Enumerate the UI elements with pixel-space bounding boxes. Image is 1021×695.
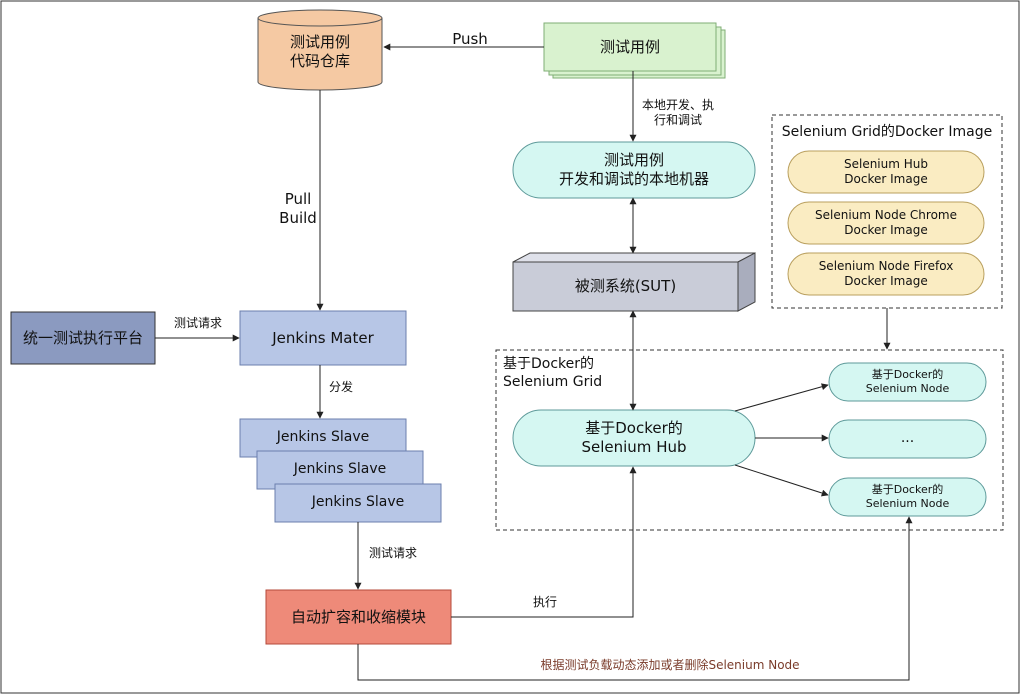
execute-label: 执行 <box>532 595 557 609</box>
test-request-label-2: 测试请求 <box>368 546 417 560</box>
test-request-label-1: 测试请求 <box>173 316 222 330</box>
platform-label: 统一测试执行平台 <box>22 328 143 347</box>
jenkins-slave-box-3 <box>274 483 442 523</box>
node-pill-3 <box>828 477 987 517</box>
jenkins-slave-label-3: Jenkins Slave <box>311 494 405 511</box>
local-machine-label: 测试用例开发和调试的本地机器 <box>558 151 709 188</box>
autoscale-box <box>265 589 452 645</box>
jenkins-slave-label-2: Jenkins Slave <box>293 461 387 478</box>
jenkins-slave-label-1: Jenkins Slave <box>276 429 370 446</box>
jenkins-master-label: Jenkins Mater <box>272 328 374 347</box>
sut-box <box>512 252 756 312</box>
hub-node-arrow-1 <box>734 383 829 412</box>
local-dev-label: 本地开发、执行和调试 <box>641 98 714 127</box>
platform-box <box>10 311 156 365</box>
docker-image-pill-3 <box>787 252 985 296</box>
distribute-label: 分发 <box>328 380 353 394</box>
repo-cylinder <box>257 9 383 91</box>
bottom-label: 根据测试负载动态添加或者删除Selenium Node <box>540 658 800 672</box>
docker-images-title: Selenium Grid的Docker Image <box>781 124 993 140</box>
repo-label: 测试用例代码仓库 <box>289 33 350 70</box>
test-cases-label: 测试用例 <box>599 37 660 56</box>
docker-images-container <box>771 114 1003 309</box>
node-pill-2 <box>828 419 987 459</box>
hub-node-arrow-3 <box>734 464 829 497</box>
dynamic-node-arrow <box>357 516 913 681</box>
grid-container <box>495 349 1004 531</box>
node-pill-1 <box>828 362 987 402</box>
docker-image-pill-2 <box>787 201 985 245</box>
execute-arrow <box>451 466 637 618</box>
node-label-2: ... <box>900 430 915 447</box>
jenkins-master-box <box>239 310 407 366</box>
jenkins-slave-box-2 <box>256 450 424 490</box>
push-label: Push <box>452 30 488 48</box>
docker-image-pill-1 <box>787 150 985 194</box>
test-cases-stack <box>543 22 726 79</box>
sut-label: 被测系统(SUT) <box>574 277 677 296</box>
autoscale-label: 自动扩容和收缩模块 <box>290 607 426 626</box>
